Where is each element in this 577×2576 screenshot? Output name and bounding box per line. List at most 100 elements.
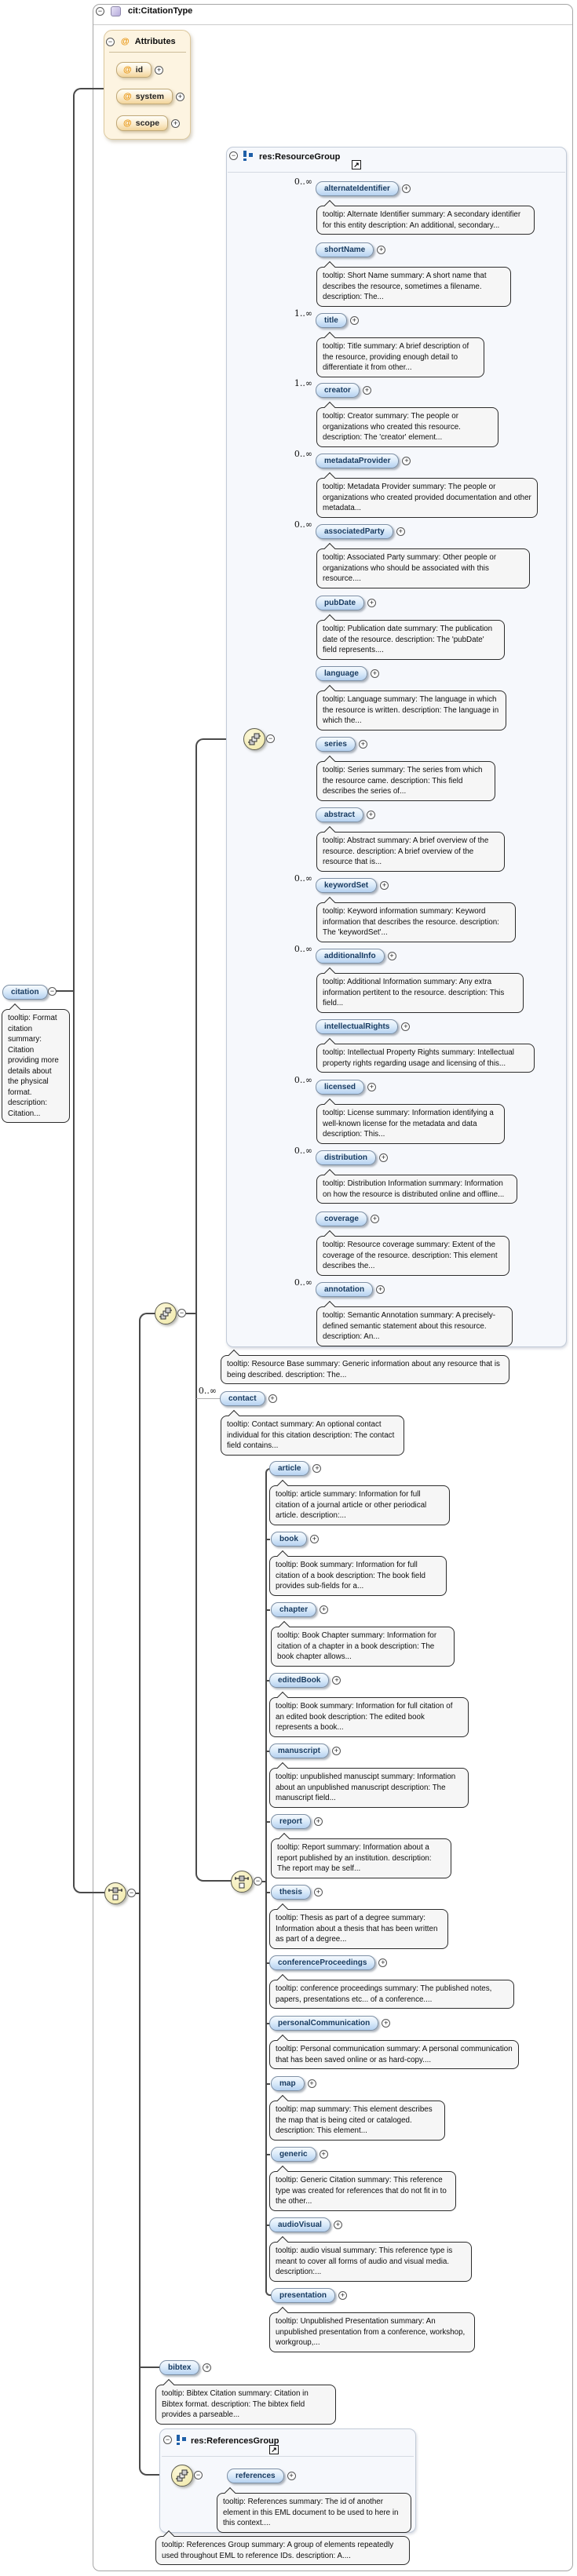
collapse-icon[interactable]: −	[127, 1889, 136, 1897]
expand-icon[interactable]: +	[313, 1817, 323, 1826]
expand-icon[interactable]: +	[358, 740, 367, 749]
element-bibtex[interactable]: bibtex+	[159, 2360, 212, 2375]
element-bubble[interactable]: alternateIdentifier	[316, 181, 399, 196]
expand-icon[interactable]: +	[377, 246, 386, 254]
element-generic[interactable]: generic+	[271, 2147, 328, 2162]
collapse-icon[interactable]: −	[96, 7, 104, 16]
expand-icon[interactable]: +	[387, 952, 396, 960]
element-title[interactable]: title+	[316, 313, 359, 328]
element-references[interactable]: references+	[227, 2469, 296, 2483]
element-abstract[interactable]: abstract+	[316, 807, 375, 822]
element-alternateidentifier[interactable]: alternateIdentifier+	[316, 181, 411, 196]
element-editedbook[interactable]: editedBook+	[269, 1673, 341, 1688]
element-map[interactable]: map+	[271, 2076, 316, 2091]
element-personalcommunication[interactable]: personalCommunication+	[269, 2016, 391, 2031]
element-additionalinfo[interactable]: additionalInfo+	[316, 949, 396, 964]
expand-icon[interactable]: +	[338, 2291, 348, 2300]
element-conferenceproceedings[interactable]: conferenceProceedings+	[269, 1955, 388, 1970]
element-bubble[interactable]: conferenceProceedings	[269, 1955, 376, 1970]
external-link-icon[interactable]: ↗	[352, 160, 361, 169]
element-bubble[interactable]: book	[271, 1532, 307, 1547]
element-presentation[interactable]: presentation+	[271, 2288, 348, 2303]
element-series[interactable]: series+	[316, 737, 367, 752]
collapse-icon[interactable]: −	[266, 734, 275, 743]
element-bubble[interactable]: citation	[2, 985, 48, 1000]
collapse-icon[interactable]: −	[229, 151, 238, 160]
expand-icon[interactable]: +	[313, 1888, 323, 1896]
expand-icon[interactable]: +	[171, 118, 181, 128]
expand-icon[interactable]: +	[287, 2472, 296, 2480]
attribute-scope[interactable]: @scope +	[116, 115, 181, 131]
element-book[interactable]: book+	[271, 1532, 319, 1547]
element-shortname[interactable]: shortName+	[316, 242, 386, 257]
element-intellectualrights[interactable]: intellectualRights+	[316, 1019, 411, 1034]
expand-icon[interactable]: +	[203, 2363, 212, 2372]
element-bubble[interactable]: editedBook	[269, 1673, 330, 1688]
expand-icon[interactable]: +	[402, 457, 411, 465]
element-bubble[interactable]: thesis	[271, 1885, 311, 1900]
element-thesis[interactable]: thesis+	[271, 1885, 323, 1900]
element-creator[interactable]: creator+	[316, 383, 371, 398]
element-bubble[interactable]: associatedParty	[316, 524, 393, 539]
element-contact[interactable]: contact+	[220, 1391, 277, 1406]
expand-icon[interactable]: +	[367, 599, 376, 607]
element-distribution[interactable]: distribution+	[316, 1150, 388, 1165]
expand-icon[interactable]: +	[366, 811, 375, 819]
expand-icon[interactable]: +	[312, 1464, 322, 1473]
collapse-icon[interactable]: −	[177, 1309, 186, 1317]
expand-icon[interactable]: +	[401, 1022, 411, 1031]
element-bubble[interactable]: language	[316, 666, 367, 681]
element-bubble[interactable]: references	[227, 2469, 284, 2483]
element-chapter[interactable]: chapter+	[271, 1602, 329, 1617]
element-manuscript[interactable]: manuscript+	[269, 1743, 341, 1758]
element-bubble[interactable]: report	[271, 1814, 311, 1829]
expand-icon[interactable]: +	[367, 1083, 377, 1091]
element-licensed[interactable]: licensed+	[316, 1080, 377, 1095]
element-article[interactable]: article+	[269, 1461, 322, 1476]
expand-icon[interactable]: +	[331, 1747, 341, 1755]
expand-icon[interactable]: +	[380, 881, 389, 890]
element-bubble[interactable]: bibtex	[159, 2360, 200, 2375]
attribute-system[interactable]: @system +	[116, 89, 184, 104]
expand-icon[interactable]: +	[320, 1605, 329, 1614]
element-bubble[interactable]: title	[316, 313, 347, 328]
element-bubble[interactable]: shortName	[316, 242, 374, 257]
expand-icon[interactable]: +	[378, 1958, 388, 1967]
element-pubdate[interactable]: pubDate+	[316, 596, 376, 610]
element-bubble[interactable]: additionalInfo	[316, 949, 385, 964]
element-bubble[interactable]: personalCommunication	[269, 2016, 379, 2031]
expand-icon[interactable]: +	[309, 1535, 319, 1543]
element-bubble[interactable]: generic	[271, 2147, 316, 2162]
element-audiovisual[interactable]: audioVisual+	[269, 2217, 342, 2232]
element-bubble[interactable]: chapter	[271, 1602, 317, 1617]
element-bubble[interactable]: licensed	[316, 1080, 365, 1095]
collapse-icon[interactable]: −	[254, 1877, 262, 1886]
element-bubble[interactable]: contact	[220, 1391, 265, 1406]
expand-icon[interactable]: +	[370, 669, 379, 678]
collapse-icon[interactable]: −	[194, 2471, 203, 2479]
attribute-id[interactable]: @id +	[116, 62, 164, 78]
element-bubble[interactable]: metadataProvider	[316, 454, 400, 468]
expand-icon[interactable]: +	[319, 2150, 328, 2159]
element-bubble[interactable]: annotation	[316, 1282, 374, 1297]
element-bubble[interactable]: presentation	[271, 2288, 336, 2303]
element-bubble[interactable]: creator	[316, 383, 360, 398]
element-bubble[interactable]: distribution	[316, 1150, 376, 1165]
element-associatedparty[interactable]: associatedParty+	[316, 524, 405, 539]
expand-icon[interactable]: +	[376, 1285, 385, 1294]
collapse-icon[interactable]: −	[106, 38, 115, 46]
expand-icon[interactable]: +	[333, 2221, 342, 2229]
element-bubble[interactable]: map	[271, 2076, 305, 2091]
external-link-icon[interactable]: ↗	[269, 2445, 279, 2454]
element-bubble[interactable]: pubDate	[316, 596, 364, 610]
expand-icon[interactable]: +	[332, 1676, 341, 1685]
expand-icon[interactable]: +	[401, 184, 411, 193]
element-metadataprovider[interactable]: metadataProvider+	[316, 454, 411, 468]
element-coverage[interactable]: coverage+	[316, 1211, 379, 1226]
element-bubble[interactable]: article	[269, 1461, 310, 1476]
expand-icon[interactable]: +	[370, 1215, 379, 1223]
expand-icon[interactable]: +	[362, 386, 371, 395]
expand-icon[interactable]: +	[175, 92, 184, 101]
element-report[interactable]: report+	[271, 1814, 323, 1829]
expand-icon[interactable]: +	[307, 2079, 316, 2088]
